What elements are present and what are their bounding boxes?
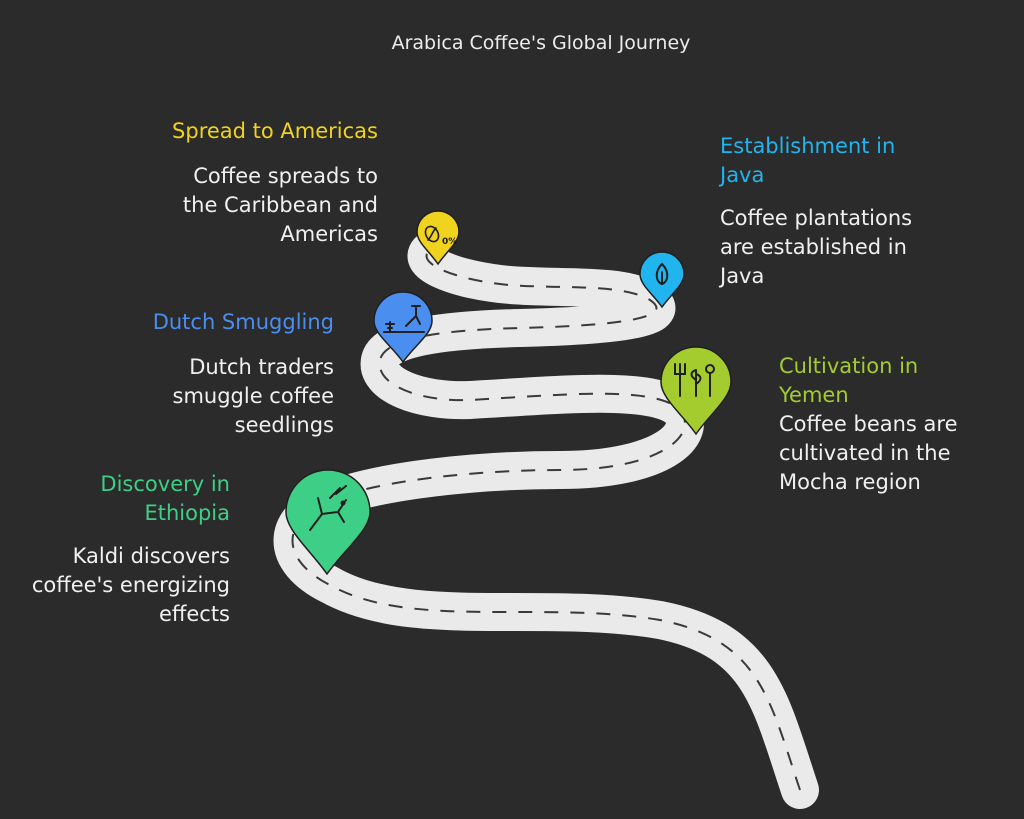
milestone-discovery: Discovery in Ethiopia Kaldi discovers co…: [0, 470, 230, 629]
pin-marker: [373, 291, 433, 364]
heading-line: Establishment in: [720, 134, 896, 158]
farmer-icon: [383, 305, 425, 333]
body-line: effects: [158, 602, 230, 626]
milestone-heading: Dutch Smuggling: [84, 308, 334, 337]
heading-line: Spread to Americas: [172, 119, 378, 143]
antelope-icon: [309, 485, 347, 531]
body-line: seedlings: [234, 413, 334, 437]
pin-discovery: [285, 469, 371, 576]
pin-marker: [285, 469, 371, 576]
milestone-heading: Cultivation in Yemen: [779, 352, 1019, 410]
milestone-body: Coffee plantations are established in Ja…: [720, 204, 980, 291]
milestone-yemen: Cultivation in Yemen Coffee beans are cu…: [779, 352, 1019, 497]
milestone-java: Establishment in Java Coffee plantations…: [720, 132, 980, 291]
body-line: Coffee plantations: [720, 206, 913, 230]
body-line: are established in: [720, 235, 907, 259]
coffee-bean-percent-icon: 0%: [424, 225, 457, 247]
svg-text:0%: 0%: [442, 237, 457, 247]
body-line: Mocha region: [779, 470, 921, 494]
body-line: Dutch traders: [189, 355, 334, 379]
body-line: Coffee beans are: [779, 412, 958, 436]
heading-line: Java: [720, 163, 765, 187]
heading-line: Cultivation in: [779, 354, 919, 378]
body-line: smuggle coffee: [172, 384, 335, 408]
milestone-heading: Spread to Americas: [108, 117, 378, 146]
heading-line: Yemen: [779, 383, 849, 407]
milestone-dutch: Dutch Smuggling Dutch traders smuggle co…: [84, 308, 334, 440]
body-line: the Caribbean and: [182, 193, 378, 217]
body-line: Kaldi discovers: [72, 544, 230, 568]
milestone-heading: Discovery in Ethiopia: [0, 470, 230, 528]
body-line: cultivated in the: [779, 441, 951, 465]
body-line: Java: [720, 264, 765, 288]
plant-tools-icon: [674, 363, 715, 397]
milestone-body: Kaldi discovers coffee's energizing effe…: [0, 542, 230, 629]
pin-americas: 0%: [416, 210, 460, 266]
pin-yemen: [660, 346, 732, 436]
seed-icon: [655, 262, 669, 286]
body-line: Americas: [280, 222, 378, 246]
milestone-body: Dutch traders smuggle coffee seedlings: [84, 353, 335, 440]
heading-line: Discovery in: [100, 472, 230, 496]
milestone-body: Coffee beans are cultivated in the Mocha…: [779, 410, 1019, 497]
body-line: Coffee spreads to: [193, 164, 378, 188]
body-line: coffee's energizing: [31, 573, 230, 597]
pin-dutch: [373, 291, 433, 364]
milestone-body: Coffee spreads to the Caribbean and Amer…: [108, 162, 378, 249]
milestone-heading: Establishment in Java: [720, 132, 980, 190]
milestone-americas: Spread to Americas Coffee spreads to the…: [108, 117, 378, 249]
page-title: Arabica Coffee's Global Journey: [391, 32, 691, 54]
pin-java: [639, 251, 685, 309]
heading-line: Ethiopia: [144, 501, 230, 525]
heading-line: Dutch Smuggling: [152, 310, 334, 334]
